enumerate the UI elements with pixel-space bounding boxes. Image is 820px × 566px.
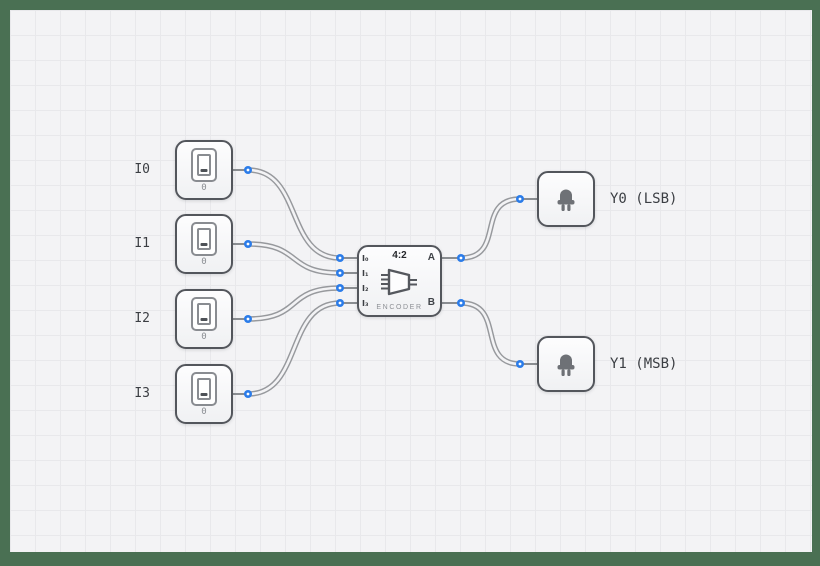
- connection-node[interactable]: [244, 240, 252, 248]
- encoder-type-label: ENCODER: [376, 304, 423, 311]
- connection-node[interactable]: [457, 299, 465, 307]
- wire-i0-to-encoder[interactable]: [247, 167, 341, 261]
- input-label-i2: I2: [134, 311, 150, 326]
- connection-node[interactable]: [336, 284, 344, 292]
- connection-node[interactable]: [516, 360, 524, 368]
- switch-i2[interactable]: 0: [175, 289, 233, 349]
- connection-nodes: [244, 166, 524, 398]
- connection-node[interactable]: [244, 390, 252, 398]
- switch-value: 0: [201, 257, 207, 267]
- wire-i1-to-encoder[interactable]: [247, 241, 341, 276]
- circuit-canvas[interactable]: I0 I1 I2 I3 0 0 0 0 4:2 I₀ I₁ I₂ I₃ A: [10, 10, 812, 552]
- wire-layer: [233, 166, 537, 398]
- switch-icon: [191, 297, 217, 331]
- wire-encoder-b-to-y1[interactable]: [460, 300, 521, 367]
- switch-value: 0: [201, 183, 207, 193]
- wire-encoder-a-to-y0[interactable]: [460, 196, 521, 261]
- connection-node[interactable]: [516, 195, 524, 203]
- switch-i1[interactable]: 0: [175, 214, 233, 274]
- encoder-component[interactable]: 4:2 I₀ I₁ I₂ I₃ A B ENCODER: [357, 245, 442, 317]
- switch-value: 0: [201, 332, 207, 342]
- led-icon: [557, 354, 575, 376]
- connection-node[interactable]: [336, 254, 344, 262]
- output-label-y0: Y0 (LSB): [610, 191, 678, 207]
- encoder-pin-label-i0: I₀: [362, 254, 369, 263]
- connection-node[interactable]: [457, 254, 465, 262]
- encoder-pin-label-i2: I₂: [362, 284, 369, 293]
- wire-i3-to-encoder[interactable]: [247, 300, 341, 397]
- encoder-icon: [381, 268, 417, 296]
- connection-node[interactable]: [244, 166, 252, 174]
- encoder-pin-label-b: B: [427, 297, 435, 308]
- encoder-pin-label-a: A: [427, 252, 435, 263]
- connection-node[interactable]: [336, 299, 344, 307]
- connection-node[interactable]: [244, 315, 252, 323]
- connection-node[interactable]: [336, 269, 344, 277]
- led-y1[interactable]: [537, 336, 595, 392]
- encoder-pin-label-i3: I₃: [362, 299, 369, 308]
- led-y0[interactable]: [537, 171, 595, 227]
- encoder-pin-label-i1: I₁: [362, 269, 369, 278]
- encoder-title: 4:2: [392, 250, 407, 261]
- switch-icon: [191, 148, 217, 182]
- switch-i0[interactable]: 0: [175, 140, 233, 200]
- wires-group: [247, 167, 521, 397]
- input-label-i3: I3: [134, 386, 150, 401]
- led-icon: [557, 189, 575, 211]
- switch-i3[interactable]: 0: [175, 364, 233, 424]
- input-label-i1: I1: [134, 236, 150, 251]
- switch-icon: [191, 372, 217, 406]
- wire-i2-to-encoder[interactable]: [247, 285, 341, 322]
- output-label-y1: Y1 (MSB): [610, 356, 678, 372]
- input-label-i0: I0: [134, 162, 150, 177]
- switch-icon: [191, 222, 217, 256]
- switch-value: 0: [201, 407, 207, 417]
